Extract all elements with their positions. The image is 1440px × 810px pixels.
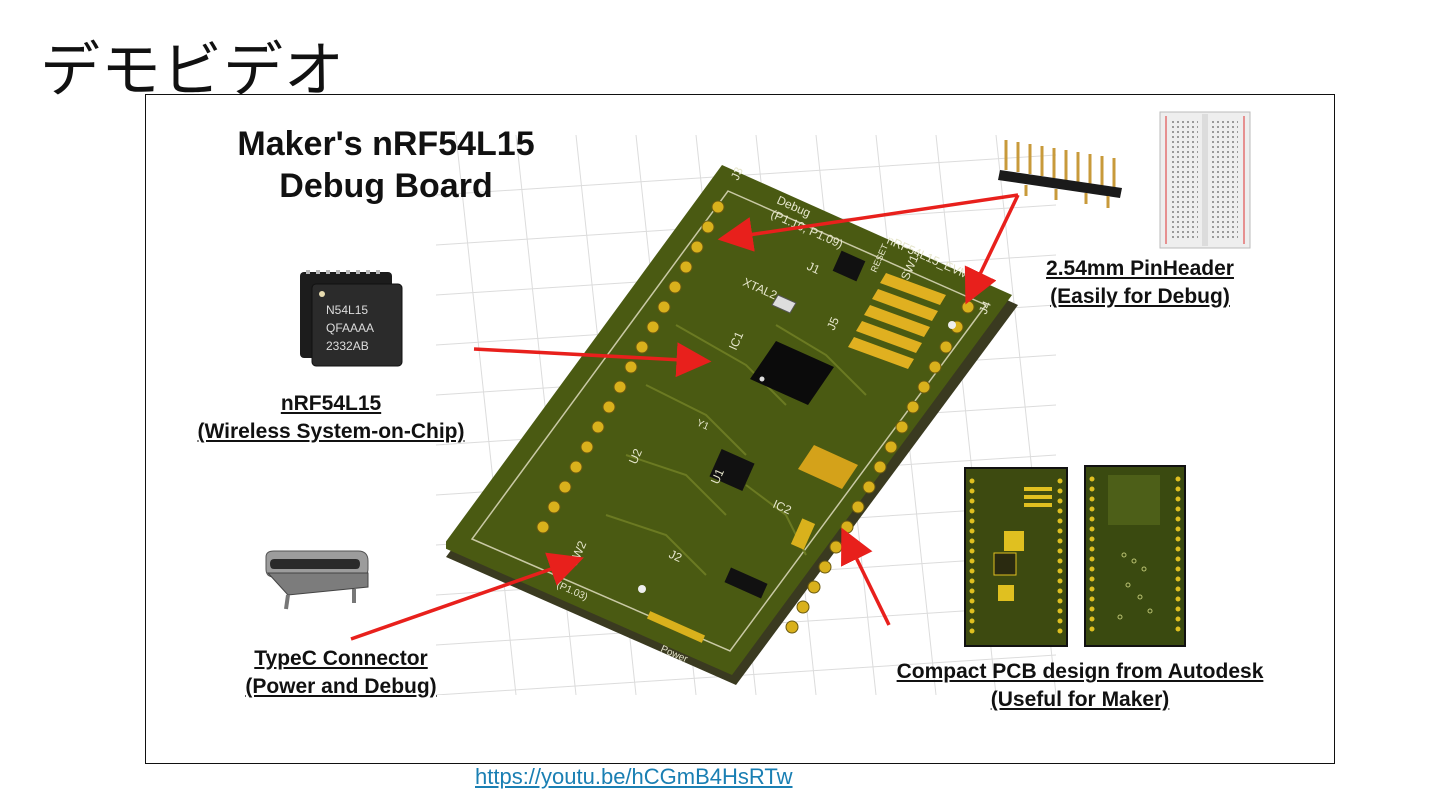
board-title-line2: Debug Board <box>279 167 493 205</box>
caption-pcb-line2: (Useful for Maker) <box>990 688 1170 711</box>
silk-y1: Y1 <box>695 418 711 433</box>
silk-u1: U1 <box>708 466 727 486</box>
silk-j5: J5 <box>824 315 842 333</box>
caption-typec-line1: TypeC Connector <box>254 647 428 670</box>
arrow-to-header-right <box>964 194 1020 305</box>
ic1-chip <box>750 341 834 405</box>
pcb-layout-bottom <box>1084 465 1186 647</box>
silk-j1: J1 <box>805 259 823 277</box>
silk-j2: J2 <box>667 547 685 565</box>
caption-chip-line2: (Wireless System-on-Chip) <box>197 420 465 443</box>
arrow-to-pcb-edge <box>841 527 891 626</box>
arrow-to-header-left <box>717 193 1019 252</box>
caption-chip-line1: nRF54L15 <box>280 392 382 415</box>
caption-chip: nRF54L15 (Wireless System-on-Chip) <box>161 390 501 446</box>
breadboard-image <box>1159 111 1251 249</box>
chip-marking-3: 2332AB <box>326 339 369 353</box>
caption-pinheader: 2.54mm PinHeader (Easily for Debug) <box>1010 255 1270 311</box>
arrow-to-typec <box>350 552 584 641</box>
caption-typec-line2: (Power and Debug) <box>245 675 437 698</box>
sw1-pads <box>848 273 946 369</box>
silk-j3: J3 <box>728 165 746 183</box>
header-left <box>536 200 725 534</box>
caption-pcb-line1: Compact PCB design from Autodesk <box>896 660 1264 683</box>
pcb-body <box>446 165 1012 675</box>
usb-typec-image <box>265 550 369 610</box>
chip-marking-1: N54L15 <box>326 303 368 317</box>
caption-typec: TypeC Connector (Power and Debug) <box>201 645 481 701</box>
caption-pcb: Compact PCB design from Autodesk (Useful… <box>850 658 1310 714</box>
nrf54l15-chip-image: N54L15 QFAAAA 2332AB <box>300 270 403 367</box>
board-title: Maker's nRF54L15 Debug Board <box>206 123 566 207</box>
caption-pinheader-line2: (Easily for Debug) <box>1050 285 1230 308</box>
board-title-line1: Maker's nRF54L15 <box>237 125 535 163</box>
youtube-link[interactable]: https://youtu.be/hCGmB4HsRTw <box>475 764 793 789</box>
annotation-arrows <box>350 193 1020 641</box>
ic2-pad <box>798 445 858 489</box>
pcb-board-render: nRF54L15_EVM Debug (P1.10, P1.09) RESET … <box>446 165 1018 685</box>
pcb-layout-top <box>964 467 1068 647</box>
arrow-to-chip <box>473 342 712 378</box>
caption-pinheader-line1: 2.54mm PinHeader <box>1046 257 1234 280</box>
silk-u2: U2 <box>626 446 645 466</box>
content-frame: Maker's nRF54L15 Debug Board <box>145 94 1335 764</box>
pinheader-image <box>998 140 1122 208</box>
chip-marking-2: QFAAAA <box>326 321 374 335</box>
